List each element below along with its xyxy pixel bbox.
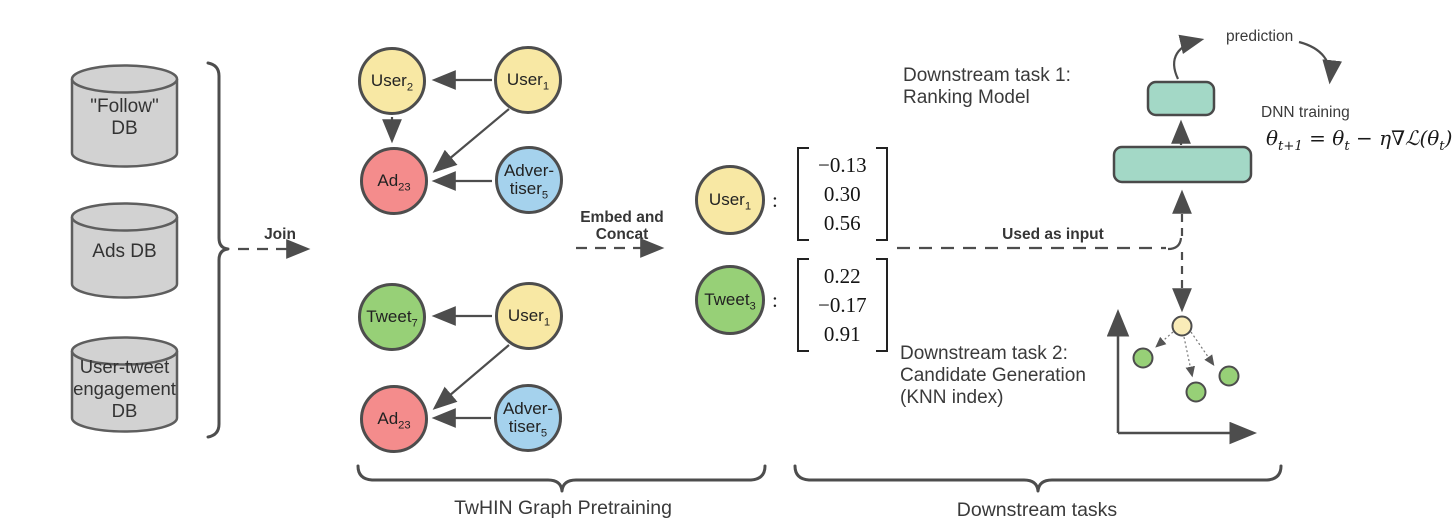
dnn-training-arrow	[1298, 40, 1343, 85]
ranking-model-hidden-layer	[1112, 145, 1253, 184]
node-label: Adver- tiser	[502, 398, 554, 436]
node-ad23-bottom: Ad23	[360, 385, 428, 453]
matrix-bracket-right	[875, 258, 888, 352]
downstream-task2-title: Downstream task 2: Candidate Generation …	[900, 343, 1086, 408]
node-label: User	[507, 305, 544, 325]
follow-db-cylinder	[70, 64, 179, 168]
ranking-model-output-layer	[1146, 80, 1216, 117]
embedding-node-user1: User1	[695, 165, 765, 235]
node-subscript: 23	[398, 181, 411, 194]
vector-value: 0.56	[823, 210, 861, 235]
node-user1-bottom: User1	[495, 282, 563, 350]
colon: :	[772, 288, 778, 312]
node-label: Ad	[377, 408, 399, 428]
node-subscript: 3	[749, 300, 756, 313]
user-tweet-db-label: User-tweet engagement DB	[73, 356, 176, 421]
formula-part: − η∇ℒ(θ	[1349, 126, 1440, 150]
node-subscript: 1	[543, 316, 551, 329]
embedding-node-tweet3: Tweet3	[695, 265, 765, 335]
node-user2: User2	[358, 47, 426, 115]
ads-db-label: Ads DB	[92, 241, 157, 262]
downstream-task1-title: Downstream task 1: Ranking Model	[903, 65, 1071, 108]
node-label: Tweet	[704, 289, 750, 309]
formula-subscript: t	[1439, 139, 1445, 154]
node-advertiser5-bottom: Adver- tiser5	[494, 384, 562, 452]
knn-neighbor-arrow-right	[1190, 331, 1215, 366]
knn-candidate-point	[1185, 381, 1207, 403]
vector-value: 0.91	[823, 321, 861, 346]
knn-neighbor-arrow-middle	[1183, 336, 1195, 378]
edge-user1b-to-ad23b	[432, 344, 510, 410]
join-label: Join	[264, 226, 296, 243]
prediction-arrow	[1173, 34, 1205, 80]
node-subscript: 23	[398, 419, 411, 432]
dnn-training-label: DNN training	[1261, 104, 1350, 121]
edge-user1-to-ad23	[432, 108, 510, 173]
vector-value: 0.30	[823, 181, 861, 206]
sgd-update-formula: θt+1 = θt − η∇ℒ(θt)	[1266, 126, 1453, 153]
embed-concat-label: Embed and Concat	[580, 209, 664, 243]
used-as-input-label: Used as input	[1002, 226, 1104, 243]
pretraining-brace-label: TwHIN Graph Pretraining	[454, 497, 672, 519]
embedding-vector-tweet3: 0.22 −0.17 0.91	[797, 258, 888, 352]
node-label: Adver- tiser	[503, 160, 555, 198]
node-subscript: 1	[744, 200, 752, 213]
matrix-bracket-left	[797, 147, 809, 241]
embedding-vector-user1: −0.13 0.30 0.56	[797, 147, 888, 241]
prediction-label: prediction	[1226, 28, 1294, 45]
knn-neighbor-arrow-left	[1155, 331, 1174, 348]
knn-query-point	[1171, 315, 1193, 337]
formula-part: )	[1444, 126, 1453, 150]
node-ad23-top: Ad23	[360, 147, 428, 215]
vector-value: 0.22	[823, 263, 861, 288]
colon: :	[772, 188, 778, 212]
node-label: User	[506, 69, 543, 89]
formula-part: θ	[1266, 126, 1279, 150]
formula-part: = θ	[1302, 126, 1345, 150]
downstream-brace	[793, 464, 1283, 493]
node-subscript: 5	[541, 189, 549, 202]
matrix-bracket-right	[875, 147, 888, 241]
node-label: User	[370, 70, 407, 90]
db-group-brace	[206, 61, 230, 439]
node-subscript: 2	[406, 81, 414, 94]
node-tweet7: Tweet7	[358, 283, 426, 351]
formula-subscript: t	[1344, 139, 1350, 154]
knn-candidate-point	[1218, 365, 1240, 387]
user-tweet-db-cylinder	[70, 336, 179, 433]
node-subscript: 1	[542, 80, 550, 93]
node-label: Ad	[377, 170, 399, 190]
knn-candidate-point	[1132, 347, 1154, 369]
follow-db-label: "Follow" DB	[90, 96, 159, 139]
node-label: User	[708, 189, 745, 209]
formula-subscript: t+1	[1278, 139, 1303, 154]
node-label: Tweet	[366, 306, 412, 326]
vector-value: −0.13	[818, 152, 867, 177]
used-as-input-junction	[1167, 237, 1183, 251]
vector-value: −0.17	[818, 292, 867, 317]
matrix-bracket-left	[797, 258, 809, 352]
pretraining-brace	[356, 464, 767, 493]
node-subscript: 5	[540, 427, 548, 440]
node-advertiser5-top: Adver- tiser5	[495, 146, 563, 214]
downstream-brace-label: Downstream tasks	[956, 499, 1118, 521]
ads-db-cylinder	[70, 202, 179, 299]
node-subscript: 7	[411, 317, 418, 330]
node-user1-top: User1	[494, 46, 562, 114]
